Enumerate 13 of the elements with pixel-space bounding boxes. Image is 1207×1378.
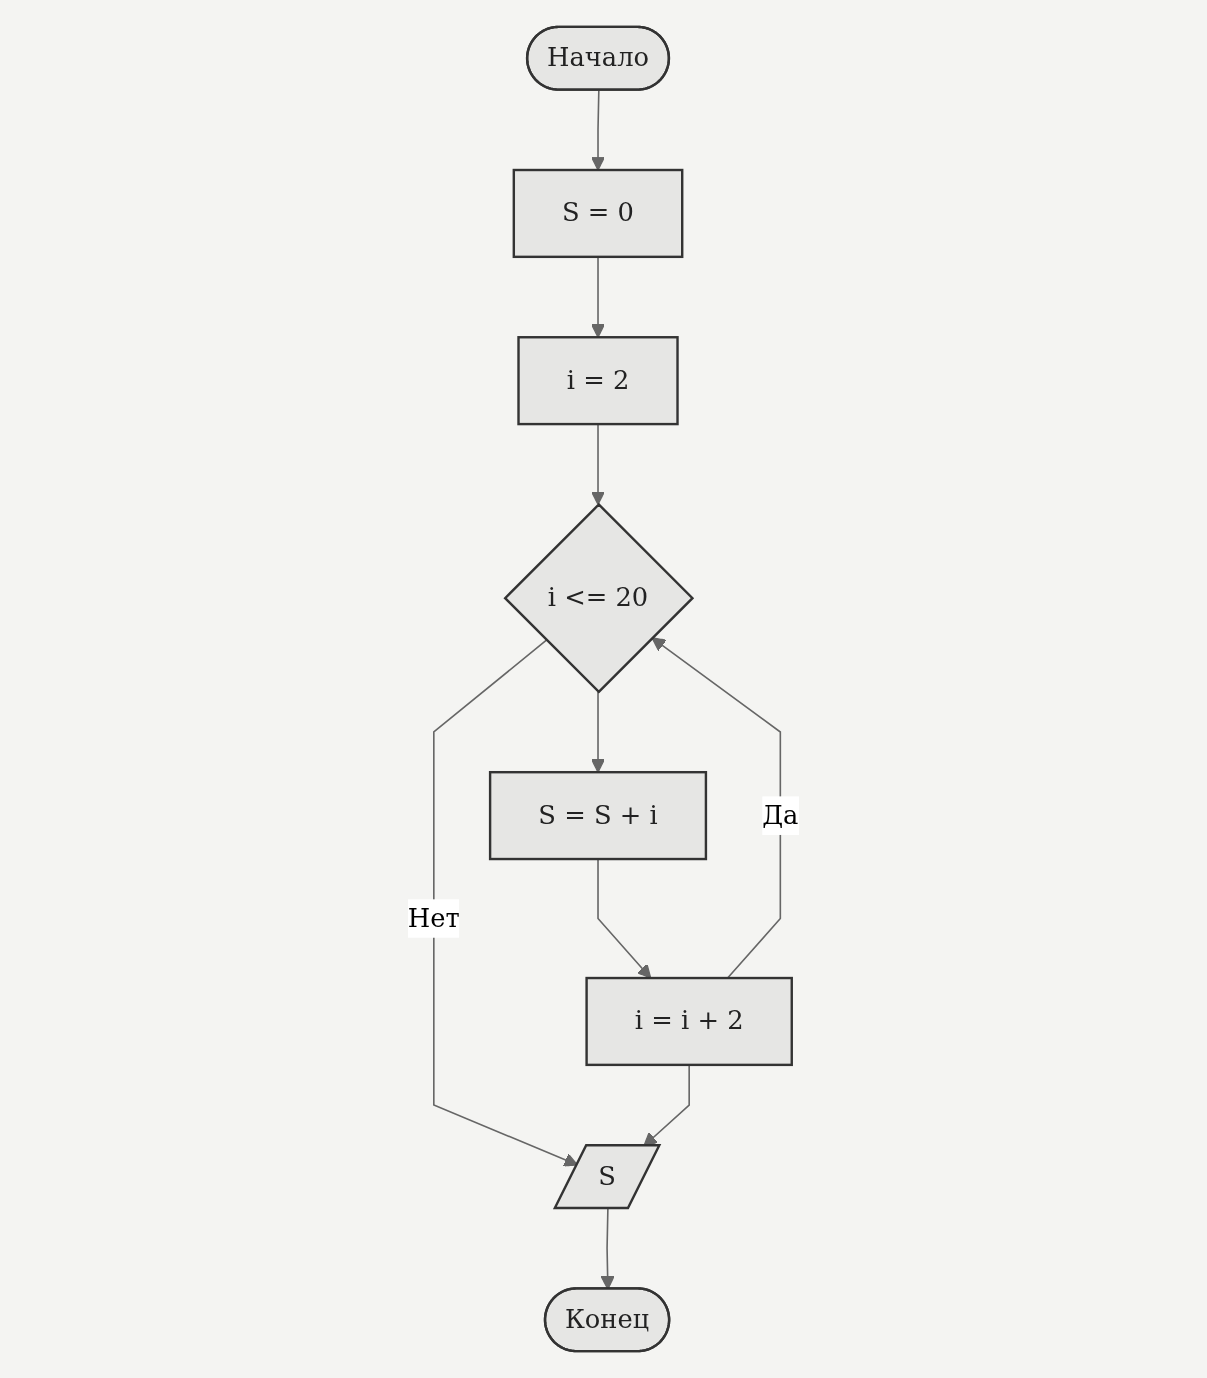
node-box [585, 976, 794, 1067]
node-box [489, 771, 708, 861]
arrow [651, 637, 782, 979]
node-box [512, 168, 684, 259]
node-box [517, 336, 680, 426]
edge-label: Да [762, 799, 799, 831]
node-diamond [503, 502, 695, 694]
edge-label: Нет [408, 902, 461, 934]
flowchart: Да Нет Начало S = 0 i = 2 i <= 20 S = S + i i = i + 2 S Конец [395, 14, 812, 1364]
arrow [433, 639, 579, 1167]
arrow [591, 89, 606, 171]
arrow [591, 256, 606, 338]
arrow [591, 691, 606, 773]
